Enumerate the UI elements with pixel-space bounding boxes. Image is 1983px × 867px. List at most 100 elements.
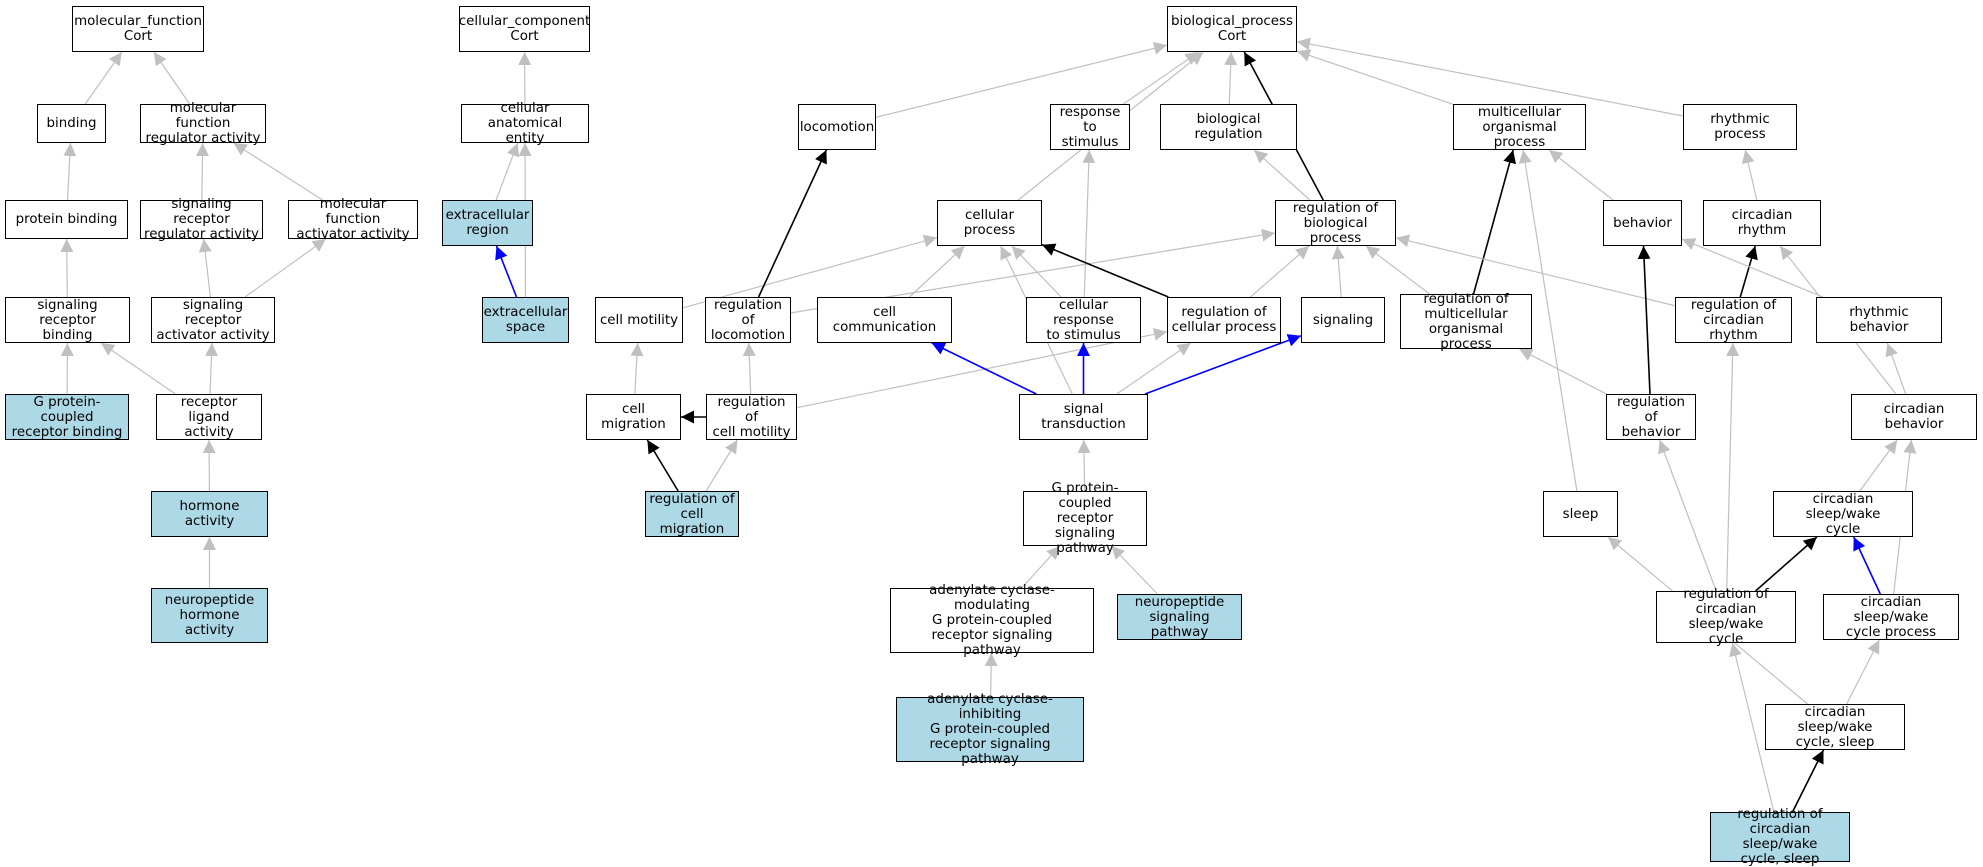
go-term-node-sraa[interactable]: signaling receptor activator activity (151, 297, 275, 343)
edge-is_a-mfra-to-mf (153, 51, 191, 105)
go-term-label: circadian sleep/wake cycle process (1845, 594, 1937, 640)
go-term-label: regulation of cellular process (1171, 305, 1277, 335)
go-term-label: cell communication (832, 305, 937, 335)
go-term-node-cellcomm[interactable]: cell communication (817, 297, 952, 343)
go-term-node-bioreg[interactable]: biological regulation (1160, 104, 1297, 150)
edge-part_of-regbeh-to-behavior (1637, 245, 1651, 395)
go-term-node-regmop[interactable]: regulation of multicellular organismal p… (1400, 291, 1532, 352)
go-term-node-circrhythm[interactable]: circadian rhythm (1703, 200, 1821, 246)
go-term-node-regcr[interactable]: regulation of circadian rhythm (1675, 297, 1792, 343)
go-term-node-srb[interactable]: signaling receptor binding (5, 297, 130, 343)
go-term-node-mf[interactable]: molecular_function Cort (72, 6, 204, 52)
go-term-node-regcmig[interactable]: regulation of cell migration (645, 491, 739, 537)
go-term-node-rhythbeh[interactable]: rhythmic behavior (1816, 297, 1942, 343)
edge-is_a-locomotion-to-bp (875, 41, 1168, 118)
go-term-node-cswcp[interactable]: circadian sleep/wake cycle process (1823, 594, 1959, 640)
edge-is_a-crts-to-cellproc (1011, 245, 1062, 298)
go-term-label: signal transduction (1041, 402, 1126, 432)
go-term-node-rhythmic[interactable]: rhythmic process (1683, 104, 1797, 150)
go-term-label: molecular function activator activity (296, 197, 410, 242)
go-term-label: circadian sleep/wake cycle (1805, 491, 1881, 537)
go-term-node-crts[interactable]: cellular response to stimulus (1026, 297, 1141, 343)
go-term-label: neuropeptide hormone activity (164, 593, 255, 638)
go-term-node-regcm[interactable]: regulation of cell motility (706, 394, 797, 440)
go-term-node-cellproc[interactable]: cellular process (937, 200, 1042, 246)
edge-is_a-circbeh-to-rhythbeh (1885, 342, 1907, 395)
go-term-label: cellular anatomical entity (487, 101, 563, 146)
edge-is_a-robp-to-bioreg (1253, 149, 1311, 201)
edge-part_of-regcswcs-to-cswcs (1791, 749, 1825, 813)
edge-regulates-sigtrans-to-cellcomm (931, 342, 1037, 395)
go-term-node-cc[interactable]: cellular_component Cort (459, 6, 590, 52)
edge-is_a-rhythbeh-to-behavior (1681, 238, 1824, 298)
go-term-label: signaling receptor binding (37, 297, 98, 343)
go-term-node-mfra[interactable]: molecular function regulator activity (140, 101, 266, 146)
go-term-node-cae[interactable]: cellular anatomical entity (461, 101, 589, 146)
edge-is_a-neurosp-to-gpcrsp (1110, 545, 1158, 595)
edge-is_a-regmop-to-robp (1365, 245, 1430, 295)
go-term-node-gpcrsp[interactable]: G protein-coupled receptor signaling pat… (1023, 481, 1147, 556)
go-term-node-cellmot[interactable]: cell motility (595, 297, 683, 343)
go-term-node-circbeh[interactable]: circadian behavior (1851, 394, 1977, 440)
go-term-node-mop[interactable]: multicellular organismal process (1453, 104, 1586, 150)
go-term-node-cellmig[interactable]: cell migration (586, 394, 681, 440)
go-term-node-gpcrb[interactable]: G protein-coupled receptor binding (5, 394, 129, 440)
go-term-node-cswcs[interactable]: circadian sleep/wake cycle, sleep (1765, 704, 1905, 750)
go-term-node-behavior[interactable]: behavior (1603, 200, 1682, 246)
go-term-node-reglocom[interactable]: regulation of locomotion (705, 297, 791, 343)
go-term-label: behavior (1613, 215, 1672, 231)
edge-part_of-regmop-to-mop (1472, 149, 1516, 295)
edge-is_a-rts-to-bp (1122, 51, 1200, 105)
edge-regulates-sigtrans-to-signaling (1144, 334, 1302, 395)
go-term-node-regbeh[interactable]: regulation of behavior (1606, 394, 1696, 440)
edge-is_a-mfaa-to-mfra (233, 142, 323, 201)
go-term-node-cswc[interactable]: circadian sleep/wake cycle (1773, 491, 1913, 537)
edge-is_a-regbeh-to-regmop (1518, 348, 1607, 395)
go-term-node-regcp[interactable]: regulation of cellular process (1167, 297, 1281, 343)
go-term-node-signaling[interactable]: signaling (1301, 297, 1385, 343)
go-term-node-robp[interactable]: regulation of biological process (1275, 200, 1396, 246)
edge-is_a-cellmig-to-cellmot (630, 342, 644, 395)
go-term-label: regulation of biological process (1292, 200, 1379, 246)
go-term-label: cellular response to stimulus (1046, 297, 1121, 343)
edge-part_of-regcmig-to-cellmig (646, 439, 679, 492)
go-term-node-srra[interactable]: signaling receptor regulator activity (140, 197, 263, 242)
go-term-label: hormone activity (179, 499, 240, 529)
edge-is_a-sraa-to-srra (198, 238, 212, 298)
go-term-node-ecs[interactable]: extracellular space (482, 297, 569, 343)
go-term-node-sigtrans[interactable]: signal transduction (1019, 394, 1148, 440)
edge-is_a-regcm-to-reglocom (742, 342, 756, 395)
edge-is_a-circrhythm-to-rhythmic (1741, 149, 1758, 201)
go-term-node-protbind[interactable]: protein binding (5, 200, 128, 239)
go-term-node-binding[interactable]: binding (37, 104, 106, 143)
go-term-label: regulation of multicellular organismal p… (1423, 291, 1509, 352)
edge-is_a-rla-to-srb (100, 342, 176, 395)
edge-part_of-regcr-to-circrhythm (1739, 245, 1758, 298)
go-term-node-rla[interactable]: receptor ligand activity (156, 394, 262, 440)
go-term-node-neurosp[interactable]: neuropeptide signaling pathway (1117, 594, 1242, 640)
go-term-label: regulation of cell migration (649, 491, 735, 537)
go-term-node-locomotion[interactable]: locomotion (798, 104, 876, 150)
go-term-node-ecr[interactable]: extracellular region (442, 200, 533, 246)
go-term-node-neurohorm[interactable]: neuropeptide hormone activity (151, 588, 268, 643)
edge-is_a-mop-to-bp (1296, 49, 1454, 105)
go-term-label: rhythmic process (1710, 112, 1770, 142)
edge-is_a-behavior-to-mop (1548, 149, 1614, 201)
edge-is_a-regcp-to-robp (1250, 245, 1310, 298)
go-term-node-regcswcs[interactable]: regulation of circadian sleep/wake cycle… (1710, 807, 1850, 867)
go-term-node-regcswc[interactable]: regulation of circadian sleep/wake cycle (1656, 587, 1796, 647)
edge-is_a-regcmig-to-regcm (705, 439, 738, 492)
go-term-node-hormone[interactable]: hormone activity (151, 491, 268, 537)
go-term-label: regulation of cell motility (712, 394, 791, 440)
go-term-node-bp[interactable]: biological_process Cort (1167, 6, 1297, 52)
go-term-node-sleep[interactable]: sleep (1543, 491, 1618, 537)
go-term-node-aci[interactable]: adenylate cyclase-inhibiting G protein-c… (896, 692, 1084, 767)
go-term-label: signaling receptor activator activity (156, 297, 270, 343)
go-term-node-rts[interactable]: response to stimulus (1050, 104, 1130, 150)
go-term-label: neuropeptide signaling pathway (1134, 594, 1225, 640)
go-term-node-mfaa[interactable]: molecular function activator activity (288, 197, 418, 242)
edge-is_a-srb-to-protbind (60, 238, 74, 298)
edge-is_a-cellcomm-to-cellproc (908, 245, 966, 298)
go-term-node-acm[interactable]: adenylate cyclase-modulating G protein-c… (890, 583, 1094, 658)
